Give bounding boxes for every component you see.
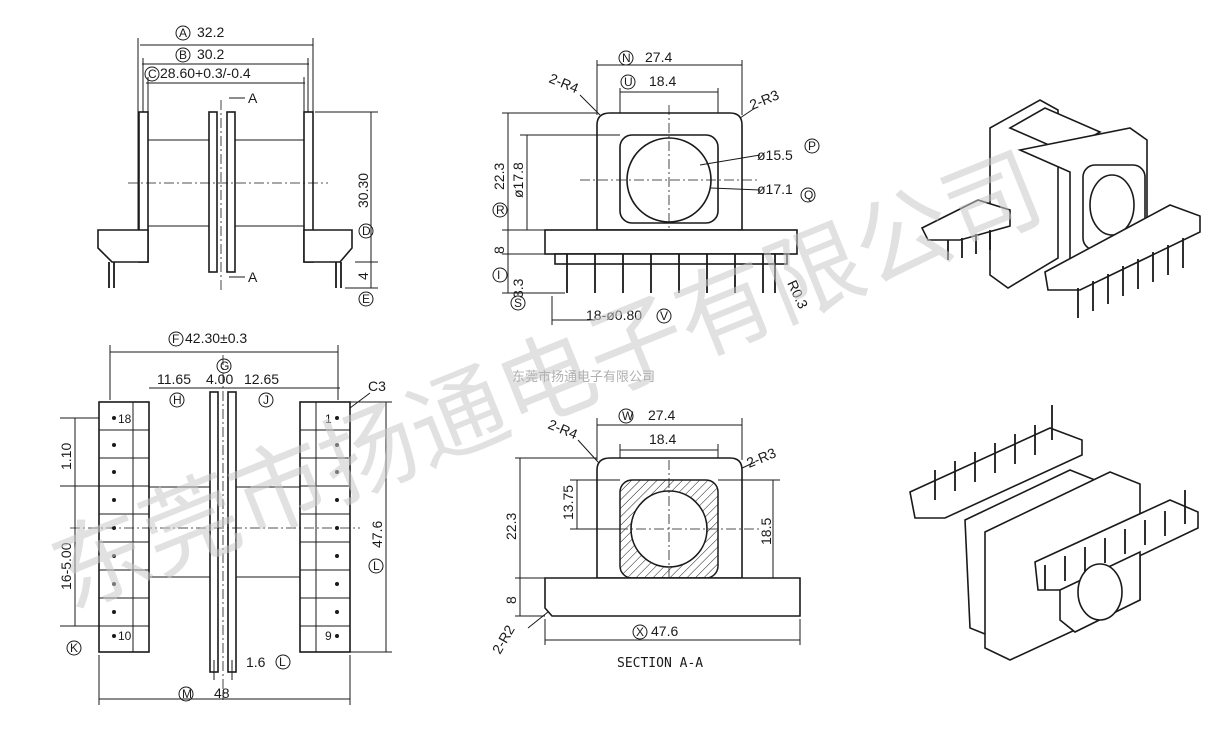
pin-label-10: 10 — [118, 629, 132, 643]
side-dim-8: 8 — [491, 246, 507, 254]
side-dim-o: ø17.8 — [510, 162, 526, 198]
iso-view-bottom — [909, 405, 1199, 661]
top-dim-lh: 47.6 — [369, 521, 385, 548]
side-r3: 2-R3 — [747, 86, 781, 112]
dim-letter-a: A — [179, 26, 187, 40]
side-pin-spec: 18-ø0.80 — [586, 307, 642, 323]
top-pitch-span: 16-5.00 — [58, 542, 74, 590]
section-view: W 27.4 18.4 2-R4 2-R3 13.75 22.3 8 18.5 … — [489, 407, 801, 671]
svg-text:M: M — [182, 687, 192, 701]
top-dim-center: 4.00 — [206, 371, 233, 387]
top-dim-j: 12.65 — [244, 371, 279, 387]
side-dia-q: ø17.1 — [757, 181, 793, 197]
svg-text:H: H — [173, 393, 182, 407]
side-view: N 27.4 U 18.4 2-R4 2-R3 ø15.5 P ø17.1 Q — [491, 49, 820, 325]
sec-dim-h3: 18.5 — [758, 518, 774, 545]
dim-letter-c: C — [148, 67, 157, 81]
section-marker-top: A — [248, 90, 258, 106]
svg-text:X: X — [636, 625, 644, 639]
front-view: A 32.2 B 30.2 C 28.60+0.3/-0.4 A A — [97, 24, 378, 307]
sec-dim-h1: 13.75 — [560, 485, 576, 520]
dim-e-value: 4 — [355, 272, 371, 280]
side-dia-p: ø15.5 — [757, 147, 793, 163]
top-dim-m: 48 — [214, 685, 230, 701]
top-dim-h: 11.65 — [157, 371, 191, 387]
dim-d-value: 30.30 — [355, 173, 371, 208]
dim-letter-b: B — [179, 48, 187, 62]
watermark-small: 东莞市扬通电子有限公司 — [512, 369, 655, 385]
side-dim-u: 18.4 — [649, 73, 676, 89]
svg-text:J: J — [263, 393, 269, 407]
side-pins — [566, 254, 776, 293]
top-dim-l: 1.6 — [246, 654, 266, 670]
top-chamfer: C3 — [368, 378, 386, 394]
top-view: F 42.30±0.3 G 11.65 4.00 12.65 H J C3 — [58, 330, 392, 705]
label-circle-e — [358, 291, 374, 307]
dim-letter-e: E — [362, 292, 370, 306]
label-circle-b — [175, 47, 191, 63]
label-circle-d — [358, 223, 374, 239]
sec-dim-base: 8 — [503, 596, 519, 604]
sec-dim-x: 47.6 — [651, 623, 678, 639]
svg-text:N: N — [622, 51, 631, 65]
sec-dim-inner: 18.4 — [649, 431, 676, 447]
svg-text:W: W — [622, 409, 634, 423]
svg-text:U: U — [624, 75, 633, 89]
svg-text:G: G — [220, 359, 229, 373]
sec-dim-h2: 22.3 — [503, 513, 519, 540]
label-circle-a — [175, 25, 191, 41]
svg-text:K: K — [70, 641, 78, 655]
dim-letter-d: D — [362, 224, 371, 238]
top-pitch: 1.10 — [58, 443, 74, 470]
svg-text:P: P — [808, 139, 816, 153]
pin-label-18: 18 — [118, 412, 132, 426]
label-circle-c — [144, 66, 160, 82]
svg-text:F: F — [172, 332, 179, 346]
section-marker-bottom: A — [248, 269, 258, 285]
svg-text:R: R — [496, 203, 505, 217]
svg-text:V: V — [660, 309, 668, 323]
svg-text:Q: Q — [804, 188, 813, 202]
pin-label-9: 9 — [325, 629, 332, 643]
section-title: SECTION A-A — [617, 656, 703, 671]
svg-text:I: I — [497, 268, 500, 282]
sec-r2: 2-R2 — [489, 622, 518, 656]
dim-c-value: 28.60+0.3/-0.4 — [160, 65, 251, 81]
svg-text:S: S — [514, 296, 522, 310]
iso-view-top — [920, 99, 1201, 318]
side-r4: 2-R4 — [547, 70, 581, 96]
dim-b-value: 30.2 — [197, 46, 224, 62]
svg-text:L: L — [373, 559, 380, 573]
sec-dim-w: 27.4 — [648, 407, 675, 423]
dim-a-value: 32.2 — [197, 24, 224, 40]
side-dim-r: 22.3 — [491, 163, 507, 190]
svg-text:L: L — [279, 655, 286, 669]
pin-label-1: 1 — [325, 412, 332, 426]
sec-r3: 2-R3 — [744, 444, 778, 470]
top-dim-f: 42.30±0.3 — [185, 330, 247, 346]
side-dim-n: 27.4 — [645, 49, 672, 65]
side-dim-s: 3.3 — [510, 278, 526, 298]
